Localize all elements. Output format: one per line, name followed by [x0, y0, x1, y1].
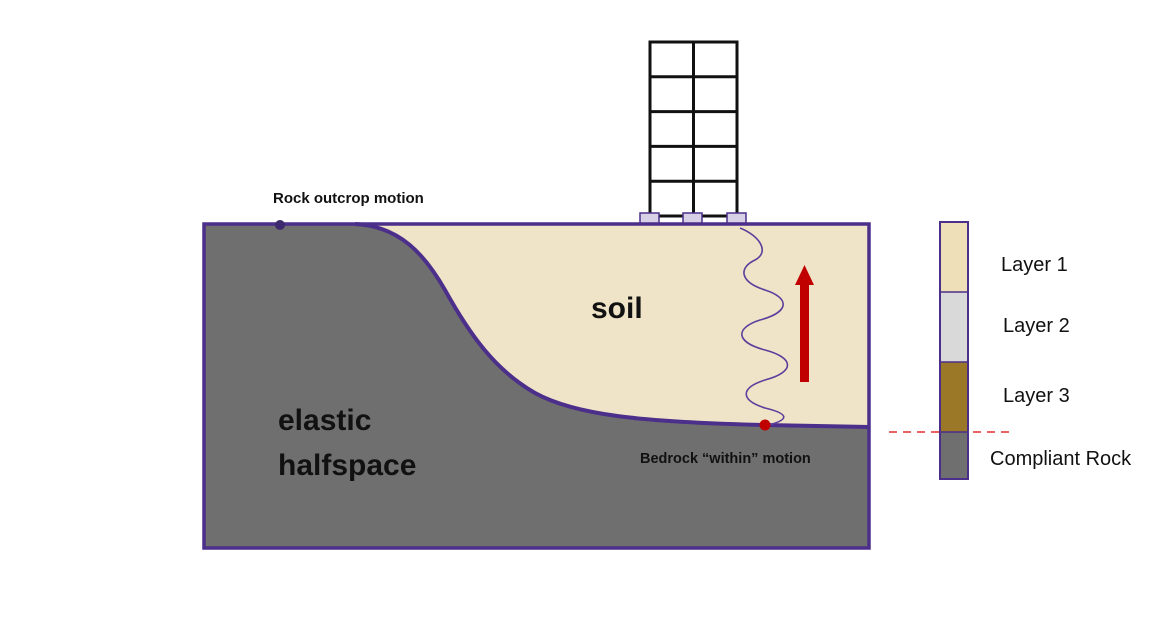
layer-2-swatch — [940, 292, 968, 362]
layer-2-label: Layer 2 — [1003, 315, 1070, 337]
rock-outcrop-motion-label: Rock outcrop motion — [273, 190, 424, 207]
wave-propagation-curve — [739, 227, 789, 427]
bedrock-within-motion-label: Bedrock “within” motion — [640, 451, 811, 467]
outcrop-marker — [275, 220, 285, 230]
bedrock-marker — [759, 419, 771, 431]
layer-column — [939, 221, 969, 480]
elastic-halfspace-region — [204, 224, 869, 548]
elastic-label: elastic — [278, 404, 371, 437]
layer-1-swatch — [940, 222, 968, 292]
upward-arrow — [795, 265, 814, 382]
building-footings — [639, 212, 747, 224]
soil-label: soil — [591, 292, 643, 325]
compliant-rock-label: Compliant Rock — [990, 448, 1132, 470]
halfspace-label: halfspace — [278, 449, 416, 482]
domain-outline — [202, 222, 871, 550]
layer-3-swatch — [940, 362, 968, 432]
layer-1-label: Layer 1 — [1001, 254, 1068, 276]
compliant-rock-swatch — [940, 432, 968, 479]
building-frame — [648, 40, 739, 218]
soil-rock-interface — [354, 222, 870, 429]
layer-3-label: Layer 3 — [1003, 385, 1070, 407]
